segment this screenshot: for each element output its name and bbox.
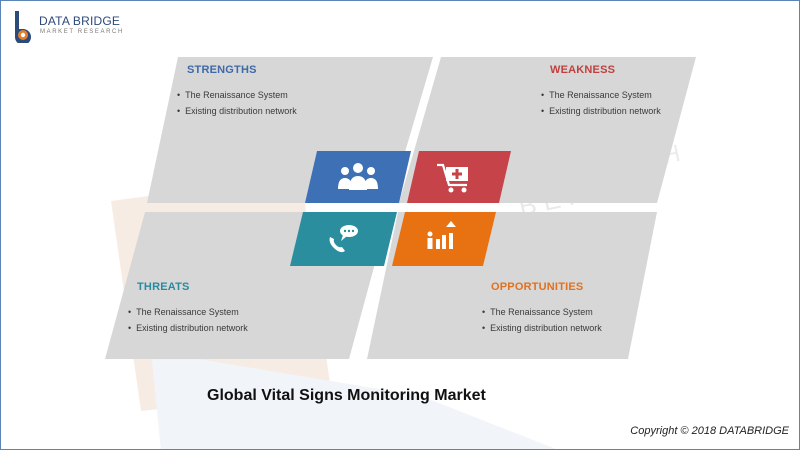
main-title: Global Vital Signs Monitoring Market (207, 387, 486, 404)
list-item: Existing distribution network (541, 103, 661, 119)
threats-list: The Renaissance System Existing distribu… (128, 304, 248, 336)
list-item: Existing distribution network (482, 320, 602, 336)
brand-name: DATA BRIDGE (39, 14, 121, 28)
list-item: The Renaissance System (177, 87, 297, 103)
weakness-title: WEAKNESS (550, 64, 616, 76)
growth-chart-icon (427, 221, 456, 249)
brand-logo: DATA BRIDGE MARKET RESEARCH (9, 9, 149, 45)
threats-title: THREATS (137, 281, 190, 293)
copyright-notice: Copyright © 2018 DATABRIDGE (630, 425, 789, 437)
list-item: Existing distribution network (177, 103, 297, 119)
weakness-list: The Renaissance System Existing distribu… (541, 87, 661, 119)
strengths-list: The Renaissance System Existing distribu… (177, 87, 297, 119)
data-bridge-logo-icon (15, 11, 31, 43)
brand-subtitle: MARKET RESEARCH (40, 29, 124, 35)
phone-tile (290, 212, 397, 266)
opportunities-title: OPPORTUNITIES (491, 281, 584, 293)
list-item: The Renaissance System (482, 304, 602, 320)
people-group-icon (338, 163, 378, 190)
list-item: The Renaissance System (541, 87, 661, 103)
opportunities-list: The Renaissance System Existing distribu… (482, 304, 602, 336)
list-item: The Renaissance System (128, 304, 248, 320)
phone-chat-icon (329, 225, 358, 253)
list-item: Existing distribution network (128, 320, 248, 336)
strengths-title: STRENGTHS (187, 64, 257, 76)
medical-cart-icon (437, 163, 468, 193)
